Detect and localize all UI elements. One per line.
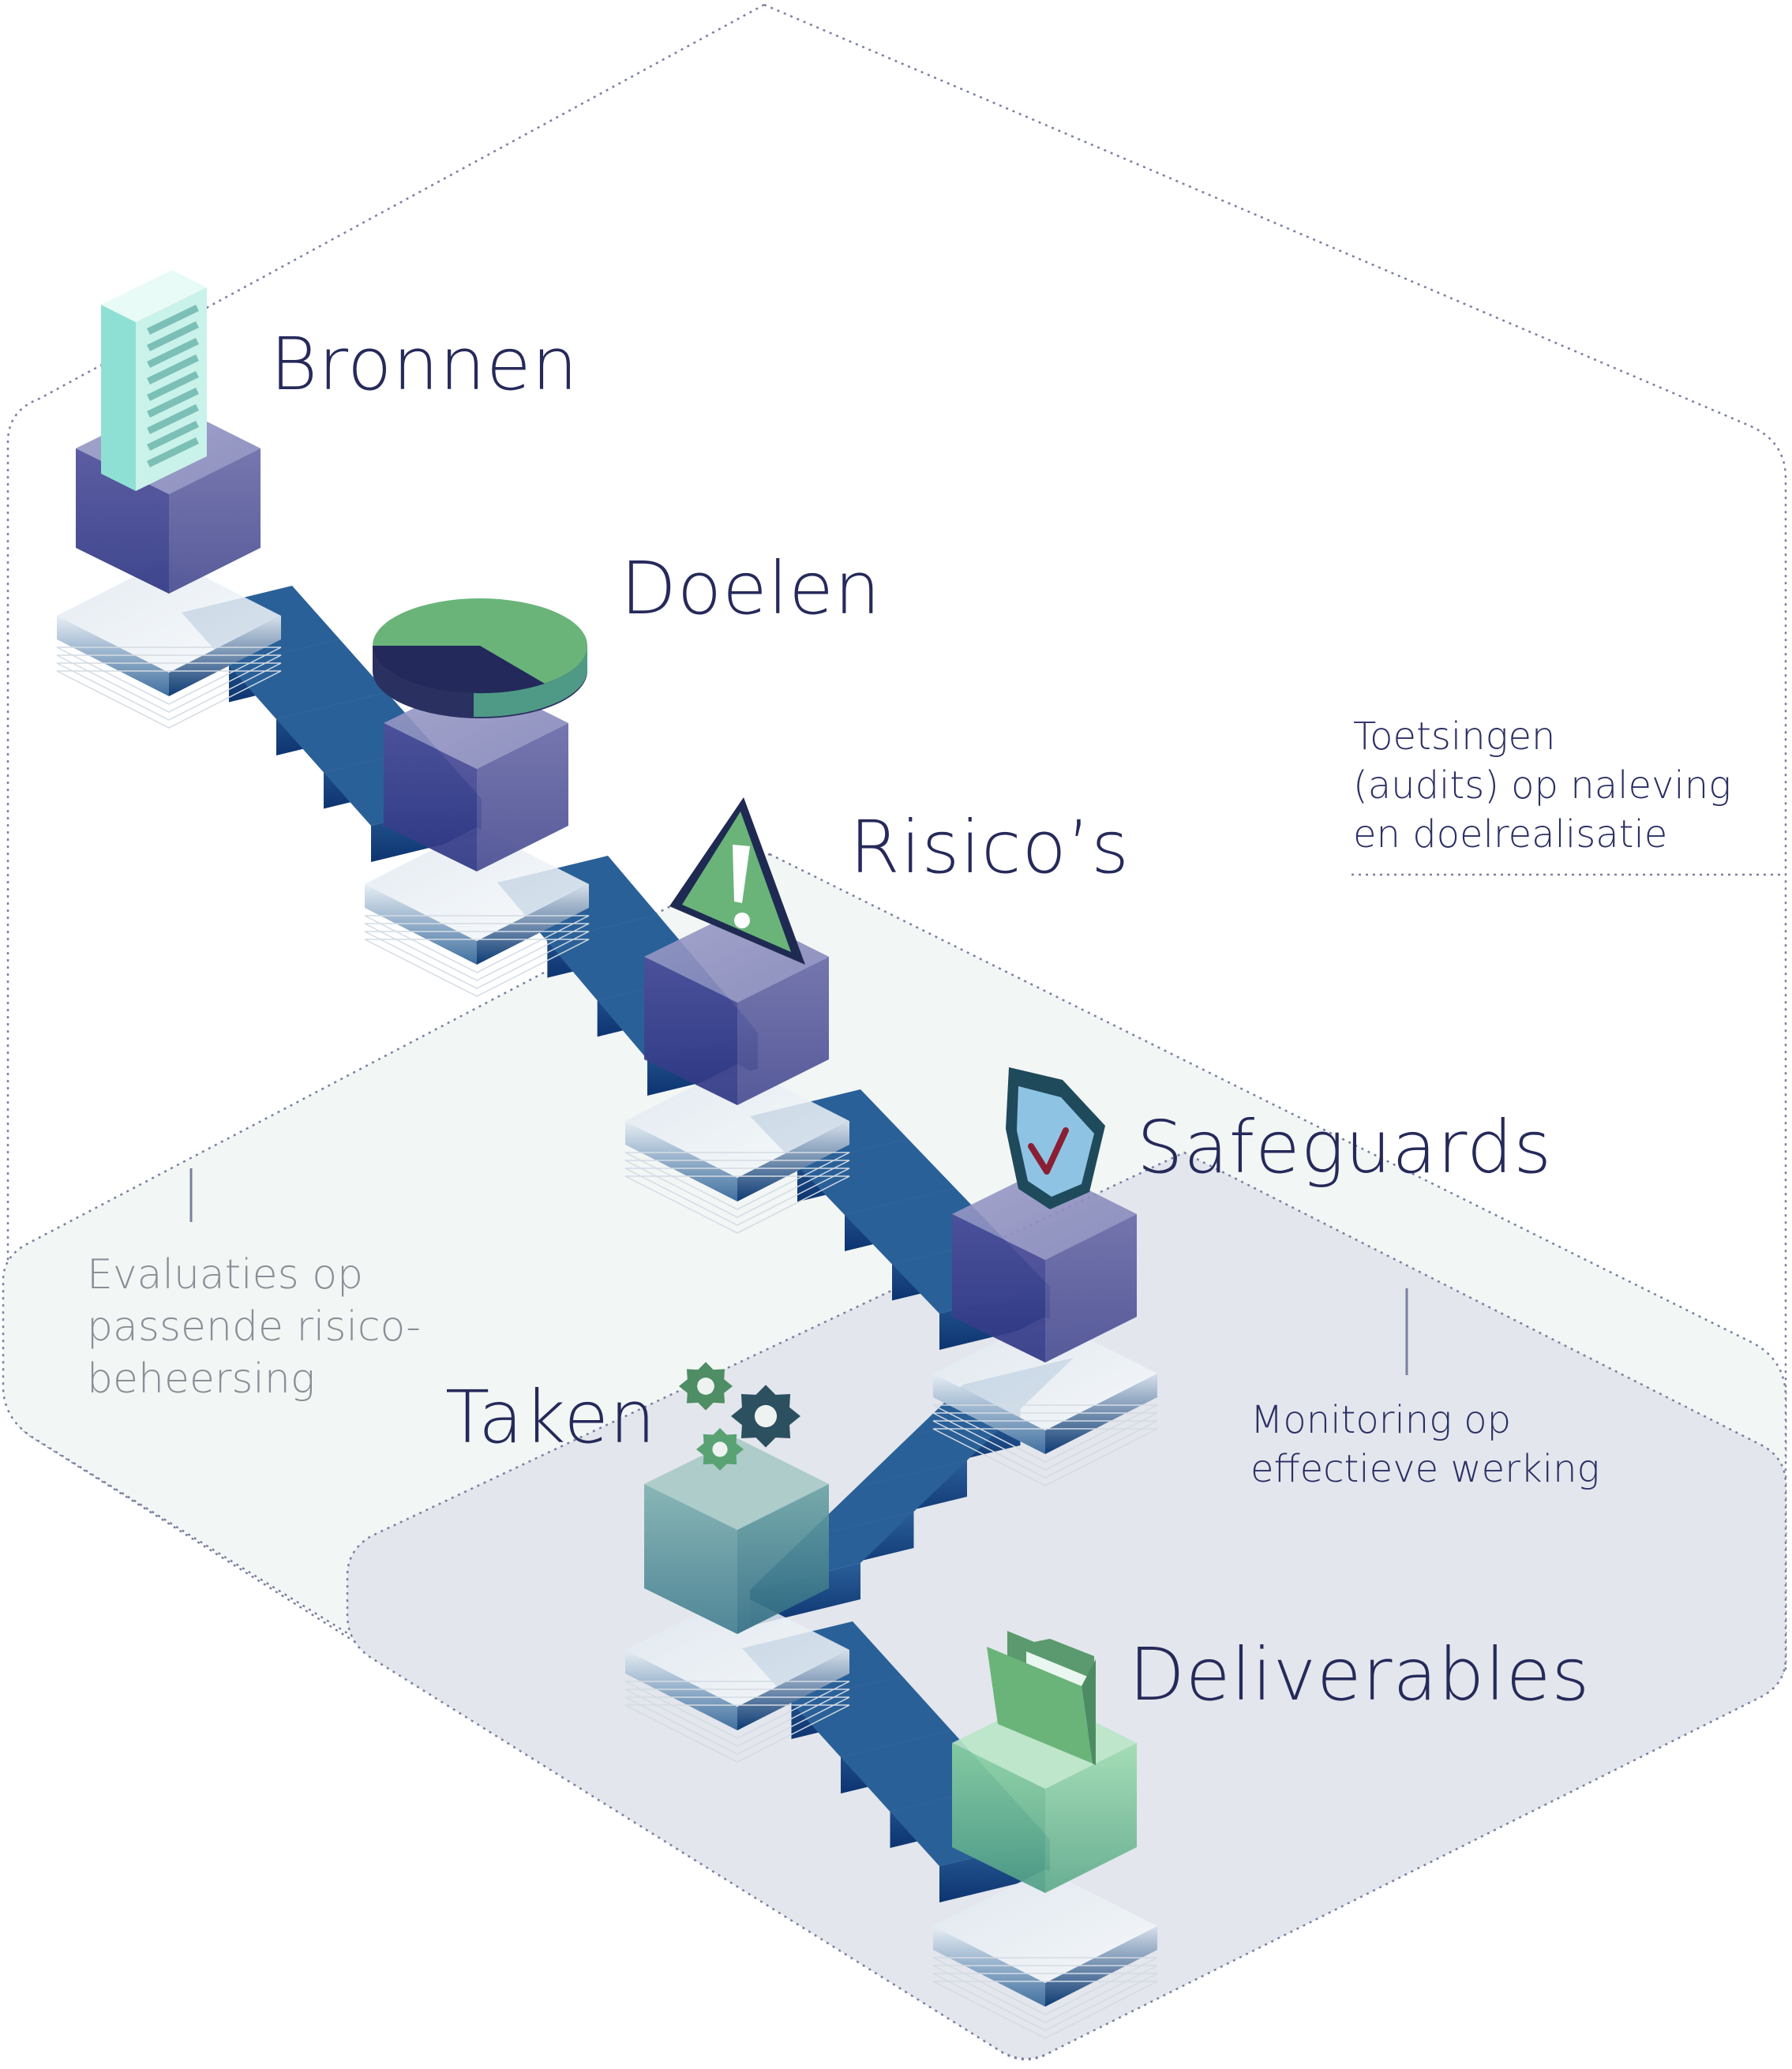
platform-front-left	[57, 616, 169, 696]
platform-shadow-line	[932, 1412, 1158, 1471]
step-label-taken: Taken	[445, 1375, 657, 1460]
document-line	[147, 437, 199, 468]
evaluation-note-line: beheersing	[87, 1355, 316, 1403]
evaluation-note: Evaluaties op passende risico- beheersin…	[87, 1249, 421, 1405]
platform-shadow-line	[932, 1428, 1158, 1486]
platform-top	[625, 1064, 849, 1178]
audit-note-line: en doelrealisatie	[1353, 812, 1668, 856]
platform-shadow-line	[624, 1689, 850, 1747]
platform-shadow-line	[56, 670, 282, 729]
platform-front-left	[365, 884, 477, 965]
gears-icon	[679, 1362, 800, 1471]
platform-shadow-line	[364, 939, 590, 997]
gear-hole	[697, 1377, 714, 1395]
platforms	[56, 559, 1158, 2039]
platform-shadow-line	[624, 1152, 850, 1210]
step-label-risicos: Risico’s	[849, 805, 1130, 890]
platform-shadow-line	[624, 1175, 850, 1234]
platform-front-right	[477, 884, 589, 965]
platform-front-left	[625, 1650, 737, 1730]
platform-shadow-line	[624, 1168, 850, 1226]
platform-top	[933, 1317, 1157, 1430]
platform-shadow-line	[624, 1160, 850, 1218]
block-taken	[644, 1438, 829, 1634]
platform-shadow-line	[364, 923, 590, 981]
platform-front-left	[933, 1926, 1045, 2007]
platform-shadow-line	[932, 1420, 1158, 1479]
warning-icon	[669, 797, 805, 965]
monitoring-note: Monitoring op effectieve werking	[1250, 1396, 1599, 1494]
platform-shadow-line	[624, 1704, 850, 1763]
step-label-safeguards: Safeguards	[1137, 1105, 1553, 1190]
block-safeguards	[952, 1168, 1137, 1362]
document-line	[147, 337, 199, 369]
stair-tread	[803, 1460, 967, 1539]
platform-shadow-line	[932, 1965, 1158, 2023]
platform-shadow-line	[932, 1973, 1158, 2031]
platform-shadow-line	[624, 1681, 850, 1739]
gear-hole	[754, 1404, 778, 1428]
audit-note-line: Toetsingen	[1353, 714, 1556, 759]
platform-front-right	[169, 616, 281, 696]
platform-shadow-line	[56, 647, 282, 705]
document-line	[147, 320, 199, 352]
document-line	[147, 304, 199, 335]
platform-front-right	[737, 1121, 849, 1201]
document-line	[147, 420, 199, 452]
platform-top	[57, 559, 281, 673]
audit-note: Toetsingen (audits) op naleving en doelr…	[1353, 712, 1731, 859]
step-label-deliverables: Deliverables	[1129, 1632, 1591, 1717]
evaluation-note-line: Evaluaties op	[87, 1251, 364, 1299]
platform-top	[625, 1593, 849, 1707]
platform-front-left	[933, 1374, 1045, 1454]
audit-note-line: (audits) op naleving	[1353, 763, 1731, 808]
platform-top	[933, 1869, 1157, 1983]
platform-shadow-line	[932, 1981, 1158, 2039]
platform-shadow-line	[932, 1404, 1158, 1463]
folder-icon	[987, 1631, 1096, 1765]
document-line	[147, 403, 199, 435]
platform-front-right	[1045, 1374, 1157, 1454]
shield-check-icon	[1006, 1067, 1105, 1209]
monitoring-note-line: Monitoring op	[1250, 1398, 1512, 1442]
stair-tread	[797, 1138, 955, 1215]
platform-shadow-line	[932, 1957, 1158, 2015]
document-line	[147, 370, 199, 402]
document-line	[147, 354, 199, 385]
stair-tread	[229, 639, 387, 719]
stair-tread	[791, 1676, 951, 1757]
platform-shadow-line	[364, 931, 590, 989]
step-label-doelen: Doelen	[620, 546, 882, 631]
document-line	[147, 387, 199, 418]
gear-hole	[712, 1441, 728, 1457]
evaluation-note-line: passende risico-	[87, 1303, 422, 1351]
platform-shadow-line	[56, 662, 282, 721]
pie-chart-icon	[372, 598, 588, 718]
platform-shadow-line	[56, 654, 282, 713]
platform-front-right	[1045, 1926, 1157, 2007]
platform-shadow-line	[624, 1696, 850, 1755]
monitoring-note-line: effectieve werking	[1250, 1447, 1600, 1491]
document-icon	[101, 270, 207, 491]
step-label-bronnen: Bronnen	[270, 322, 579, 407]
platform-front-left	[625, 1121, 737, 1201]
platform-top	[365, 827, 589, 941]
platform-shadow-line	[364, 915, 590, 973]
platform-front-right	[737, 1650, 849, 1730]
